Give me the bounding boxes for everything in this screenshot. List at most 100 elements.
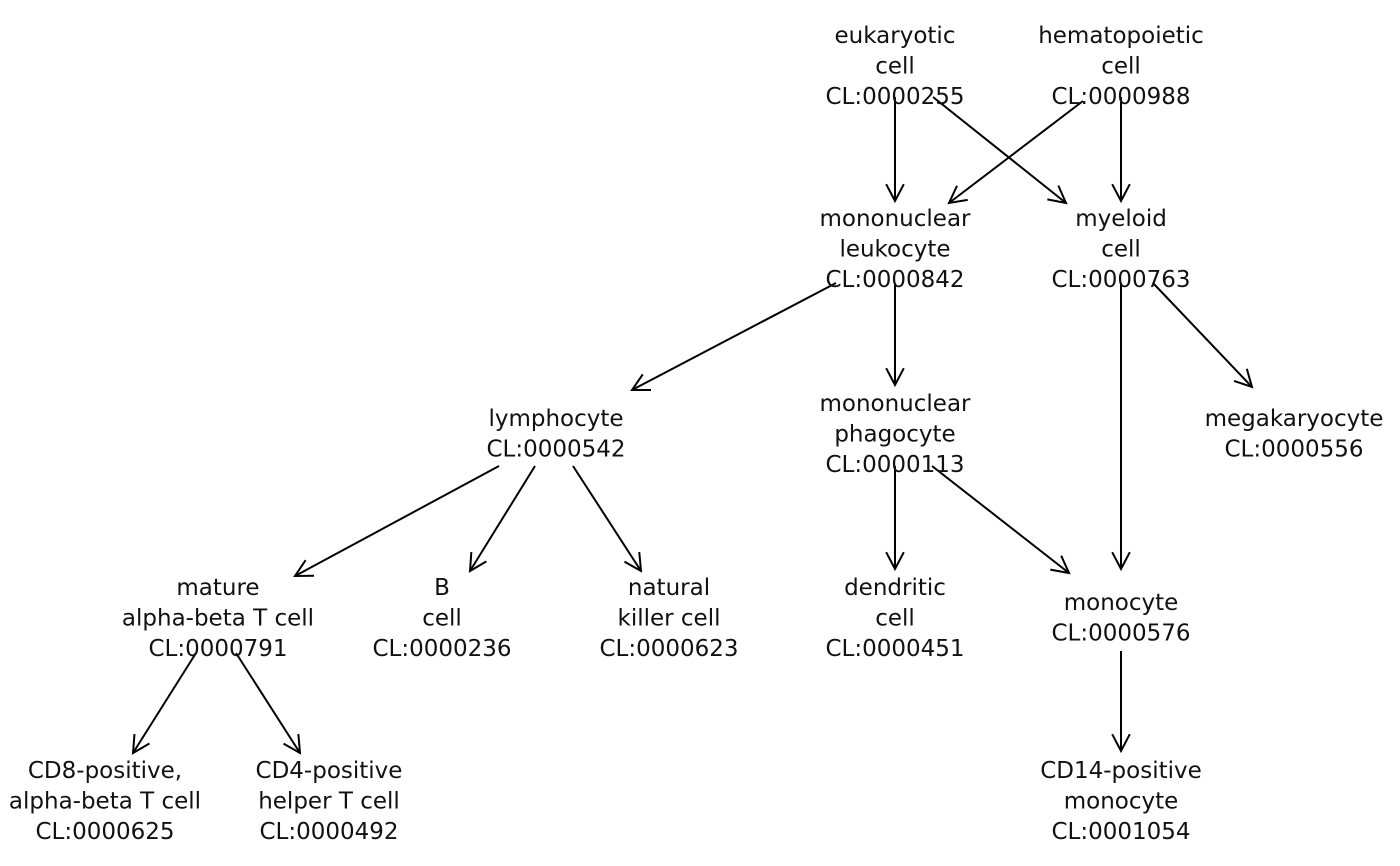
edge-arrow xyxy=(468,465,536,573)
node-id-text: CL:0000492 xyxy=(259,819,398,845)
arrowhead-icon xyxy=(623,551,643,573)
node-name-text: cell xyxy=(1101,54,1141,80)
node-id-text: CL:0000451 xyxy=(825,636,964,662)
node-name-text: killer cell xyxy=(618,606,721,632)
node-id-text: CL:0001054 xyxy=(1051,819,1190,845)
arrowhead-icon xyxy=(1233,368,1254,389)
node-id-text: CL:0000236 xyxy=(372,636,511,662)
arrowhead-icon xyxy=(468,551,487,573)
edge-arrow xyxy=(293,465,500,578)
edge-line xyxy=(294,465,500,577)
edge-line xyxy=(931,465,1070,574)
node-name-text: eukaryotic xyxy=(835,23,956,49)
arrowhead-icon xyxy=(885,183,905,204)
edge-arrow xyxy=(885,97,905,204)
node-name-text: monocyte xyxy=(1064,590,1179,616)
arrowhead-icon xyxy=(293,559,315,578)
arrowhead-icon xyxy=(630,373,652,392)
node-name-text: natural xyxy=(628,575,710,601)
node-id-text: CL:0000542 xyxy=(486,437,625,463)
node-name-text: leukocyte xyxy=(839,237,950,263)
node-name-text: lymphocyte xyxy=(488,406,623,432)
node-id-text: CL:0000623 xyxy=(599,636,738,662)
arrowhead-icon xyxy=(1047,185,1068,205)
node-name-text: megakaryocyte xyxy=(1205,406,1384,432)
node-name-text: dendritic xyxy=(844,575,946,601)
node-name-text: CD8-positive, xyxy=(28,758,182,784)
edge-arrow xyxy=(630,282,837,392)
node-id-text: CL:0000842 xyxy=(825,267,964,293)
arrowhead-icon xyxy=(1111,733,1131,754)
arrowhead-icon xyxy=(1050,555,1071,575)
arrowhead-icon xyxy=(885,367,905,388)
node-name-text: mature xyxy=(176,575,259,601)
edge-arrow xyxy=(1152,282,1254,389)
arrowhead-icon xyxy=(282,733,302,755)
edge-line xyxy=(132,652,197,754)
node-id-text: CL:0000791 xyxy=(148,636,287,662)
node-id-text: CL:0000113 xyxy=(825,452,964,478)
edge-arrow xyxy=(931,465,1071,575)
edge-arrow xyxy=(1111,97,1131,204)
edge-arrow xyxy=(572,465,643,573)
edge-line xyxy=(235,652,301,754)
node-id-text: CL:0000988 xyxy=(1051,84,1190,110)
node-id-text: CL:0000255 xyxy=(825,84,964,110)
node-name-text: CD14-positive xyxy=(1040,758,1202,784)
node-name-text: cell xyxy=(422,606,462,632)
edge-arrow xyxy=(932,96,1068,205)
node-name-text: mononuclear xyxy=(819,206,971,232)
edge-arrow xyxy=(131,652,197,755)
edge-arrow xyxy=(885,283,905,388)
arrowhead-icon xyxy=(947,185,968,205)
node-id-text: CL:0000763 xyxy=(1051,267,1190,293)
node-name-text: cell xyxy=(1101,237,1141,263)
edges-layer xyxy=(131,96,1254,755)
node-name-text: myeloid xyxy=(1075,206,1167,232)
edge-arrow xyxy=(885,466,905,572)
node-name-text: alpha-beta T cell xyxy=(122,606,314,632)
arrowhead-icon xyxy=(131,733,150,755)
edge-arrow xyxy=(235,652,302,755)
edge-arrow xyxy=(1111,283,1131,572)
arrowhead-icon xyxy=(1111,551,1131,572)
node-name-text: helper T cell xyxy=(258,789,400,815)
node-name-text: cell xyxy=(875,54,915,80)
edge-line xyxy=(932,96,1067,204)
node-id-text: CL:0000556 xyxy=(1224,437,1363,463)
node-name-text: hematopoietic xyxy=(1038,23,1204,49)
edge-line xyxy=(469,465,536,572)
edge-line xyxy=(1152,282,1253,388)
node-name-text: monocyte xyxy=(1064,789,1179,815)
edge-line xyxy=(631,282,837,391)
arrowhead-icon xyxy=(1111,183,1131,204)
arrowhead-icon xyxy=(885,551,905,572)
node-name-text: mononuclear xyxy=(819,391,971,417)
node-name-text: CD4-positive xyxy=(256,758,403,784)
edge-arrow xyxy=(1111,651,1131,754)
edge-line xyxy=(948,100,1084,204)
edge-arrow xyxy=(947,100,1084,205)
node-id-text: CL:0000576 xyxy=(1051,621,1190,647)
node-name-text: phagocyte xyxy=(834,422,955,448)
node-id-text: CL:0000625 xyxy=(35,819,174,845)
node-name-text: cell xyxy=(875,606,915,632)
node-name-text: alpha-beta T cell xyxy=(9,789,201,815)
